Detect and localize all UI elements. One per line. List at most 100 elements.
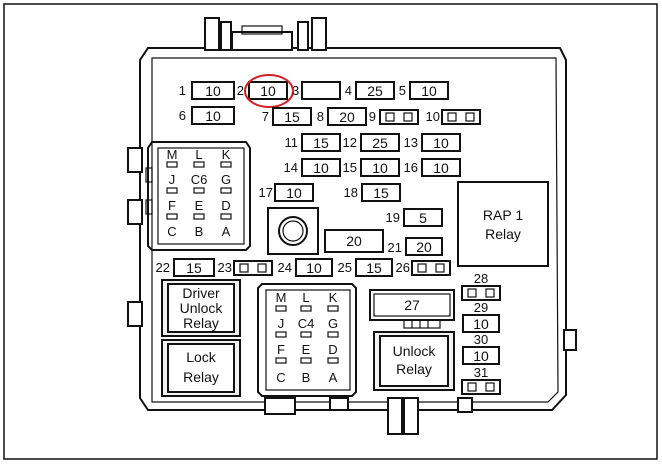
fuse-23: 23	[218, 260, 273, 276]
fuse-amps: 20	[346, 233, 362, 249]
pin-f: F	[168, 198, 176, 213]
pin-b: B	[302, 370, 311, 385]
highlight-circle	[244, 74, 294, 108]
fuse-amps: 10	[260, 83, 276, 99]
pin-c: C	[167, 224, 176, 239]
pin-j: J	[278, 316, 285, 331]
relay-label-line1: Driver	[182, 285, 220, 301]
fuse-number: 17	[259, 185, 273, 200]
fuse-5: 5 10	[399, 81, 449, 100]
driver-unlock-relay: Driver Unlock Relay	[161, 279, 241, 337]
fuse-10: 10	[426, 109, 481, 125]
fuse-1: 1 10	[179, 81, 235, 100]
fuse-2: 2 10	[237, 74, 294, 108]
fuse-amps: 10	[372, 160, 388, 176]
fuse-29: 29 10	[462, 300, 500, 333]
fuse-number: 11	[285, 135, 299, 150]
pin-a: A	[329, 370, 338, 385]
fuse-number: 9	[369, 109, 376, 124]
pin-g: G	[221, 172, 231, 187]
fuse-24: 24 10	[278, 258, 333, 277]
pin-k: K	[329, 290, 338, 305]
pin-l: L	[195, 147, 202, 162]
fuse-21: 21 20	[388, 237, 443, 256]
fuse-amps: 20	[416, 239, 432, 255]
fuse-amps: 15	[373, 185, 389, 201]
fuse-number: 12	[343, 135, 357, 150]
fuse-8: 8 20	[317, 107, 367, 126]
fuse-number: 6	[179, 108, 186, 123]
pin-k: K	[222, 147, 231, 162]
pin-e: E	[302, 342, 311, 357]
fuse-amps: 20	[339, 109, 355, 125]
fuse-block-housing	[127, 17, 577, 435]
rap1-relay: RAP 1 Relay	[457, 181, 549, 267]
pin-j: J	[169, 172, 176, 187]
fuse-number: 21	[388, 240, 402, 255]
fuse-number: 15	[343, 160, 357, 175]
diagram-frame	[3, 3, 658, 460]
pin-a: A	[222, 224, 231, 239]
fuse-number: 24	[278, 260, 292, 275]
relay-label-line2: Relay	[485, 226, 521, 242]
fuse-number: 29	[474, 300, 488, 315]
fuse-amps: 10	[433, 135, 449, 151]
fuse-amps: 15	[366, 260, 382, 276]
fuse-16: 16 10	[404, 158, 461, 177]
fuse-11: 11 15	[285, 133, 341, 152]
fuse-number: 19	[386, 210, 400, 225]
fuse-number: 23	[218, 260, 232, 275]
fuse-number: 4	[345, 83, 352, 98]
fuse-31: 31	[461, 365, 501, 395]
fuse-number: 2	[237, 83, 244, 98]
fuse-number: 13	[404, 135, 418, 150]
unlock-relay: Unlock Relay	[373, 331, 455, 391]
pin-l: L	[302, 290, 309, 305]
fuse-15: 15 10	[343, 158, 400, 177]
fuse-30: 30 10	[462, 332, 500, 365]
fuse-number: 31	[474, 365, 488, 380]
pin-m: M	[167, 147, 178, 162]
pin-c: C	[276, 370, 285, 385]
fuse-amps: 10	[286, 185, 302, 201]
pin-b: B	[195, 224, 204, 239]
relay-label-line2: Relay	[396, 361, 432, 377]
connector-c6: M L K J C6 G F E D C B A	[145, 141, 251, 251]
fuse-number: 26	[396, 260, 410, 275]
lock-relay: Lock Relay	[161, 339, 241, 397]
fuse-amps: 15	[284, 109, 300, 125]
fuse-amps: 10	[205, 108, 221, 124]
fuse-amps: 25	[367, 83, 383, 99]
fuse-3: 3	[292, 81, 341, 100]
fuse-amps: 10	[473, 348, 489, 364]
pin-d: D	[221, 198, 230, 213]
round-socket	[267, 207, 319, 255]
fuse-9: 9	[369, 109, 419, 125]
relay-label-line1: RAP 1	[483, 207, 523, 223]
fuse-amps: 10	[313, 160, 329, 176]
fuse-number: 14	[284, 160, 298, 175]
fuse-18: 18 15	[344, 183, 401, 202]
relay-label-line2: Unlock	[180, 300, 224, 316]
fuse-number: 10	[426, 109, 440, 124]
fuse-number: 5	[399, 83, 406, 98]
fuse-amps: 10	[306, 260, 322, 276]
fuse-7: 7 15	[262, 107, 312, 126]
fuse-14: 14 10	[284, 158, 341, 177]
connector-c4: M L K J C4 G F E D C B A	[257, 283, 357, 397]
relay-label-line3: Relay	[183, 315, 219, 331]
relay-label-line2: Relay	[183, 369, 219, 385]
fuse-17: 17 10	[259, 183, 314, 202]
fuse-20: 20	[324, 229, 384, 253]
fuse-number: 25	[338, 260, 352, 275]
fuse-number: 7	[262, 109, 269, 124]
fuse-6: 6 10	[179, 106, 235, 125]
fuse-number: 1	[179, 83, 186, 98]
pin-f: F	[277, 342, 285, 357]
fuse-number: 22	[156, 260, 170, 275]
pin-d: D	[328, 342, 337, 357]
fuse-number: 30	[474, 332, 488, 347]
fuse-27: 27	[369, 289, 455, 329]
fuse-amps: 15	[186, 260, 202, 276]
